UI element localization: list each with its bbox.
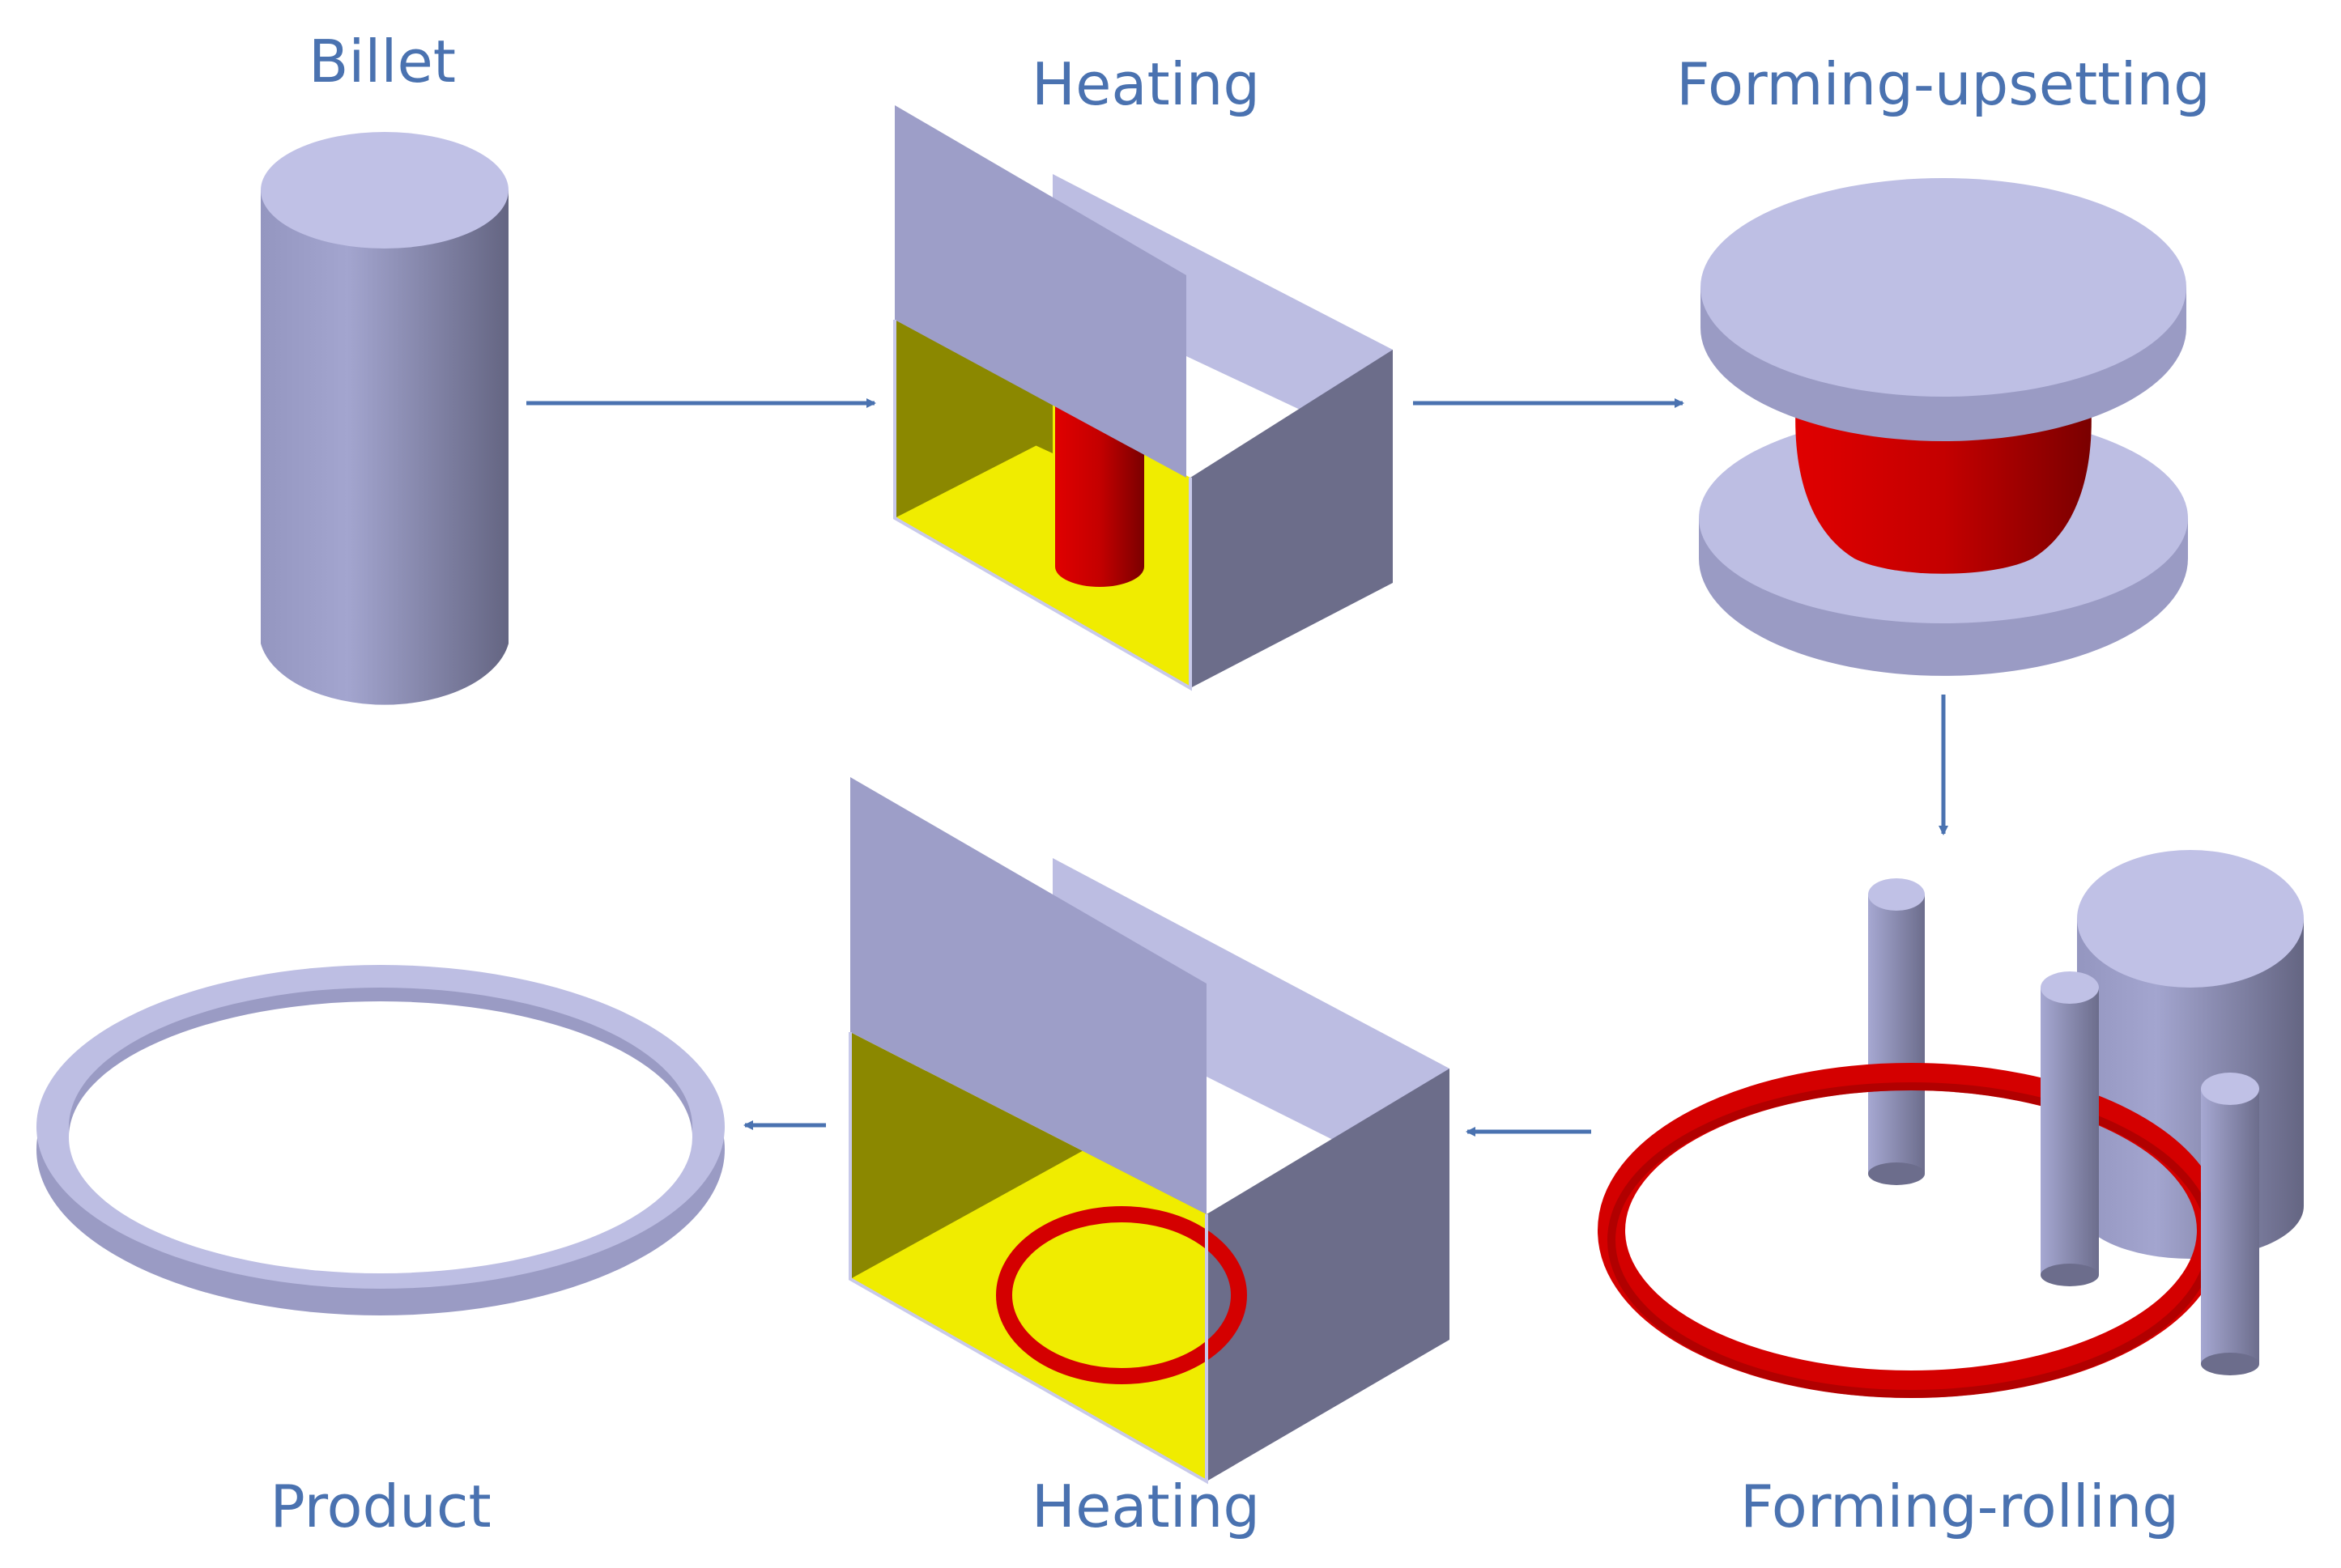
label-forming-rolling: Forming-rolling [1739, 1472, 2180, 1540]
label-billet: Billet [309, 28, 456, 96]
label-forming-upsetting: Forming-upsetting [1676, 50, 2211, 118]
label-heating-top: Heating [1031, 50, 1261, 118]
heating-furnace-bottom [849, 777, 1449, 1485]
label-product: Product [270, 1472, 492, 1540]
ring-rolling-mill [1598, 850, 2304, 1398]
product-ring [36, 965, 725, 1315]
label-heating-bottom: Heating [1031, 1472, 1261, 1540]
heating-furnace-top [893, 105, 1393, 691]
upsetting-press [1699, 178, 2188, 676]
billet-cylinder [261, 132, 509, 705]
